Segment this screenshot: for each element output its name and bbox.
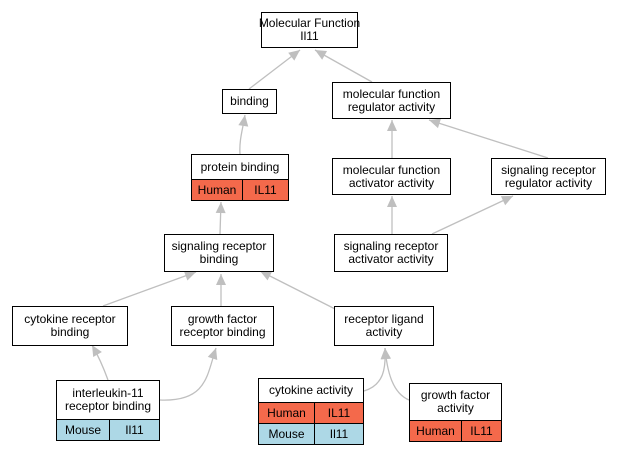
edge-sig-rec-act-to-sig-reg (431, 195, 514, 235)
node-label-line: signaling receptor (501, 162, 596, 177)
edge-cytokine-rec-to-sig-rec (102, 271, 197, 307)
node-label-line: signaling receptor (343, 239, 439, 253)
species-cell: Mouse (64, 423, 102, 437)
node-label-line: cytokine activity (268, 383, 354, 397)
node-label-line: receptor ligand (344, 312, 424, 326)
arrowhead (207, 348, 218, 361)
node-label-line: binding (50, 325, 90, 339)
node-label-line: signaling receptor (171, 239, 267, 253)
node-binding: binding (222, 89, 277, 114)
node-label: binding (223, 90, 276, 113)
arrowhead (315, 50, 328, 60)
edge-cytokine-act-to-rec-ligand (363, 347, 386, 392)
arrowhead (216, 274, 226, 285)
node-label-line: receptor binding (64, 399, 152, 413)
edge-sig-reg-to-mf-regulator (428, 119, 549, 159)
gene-cell: IL11 (461, 421, 501, 441)
arrowhead (183, 271, 196, 281)
node-label-line: receptor binding (179, 325, 266, 339)
node-label-line: molecular function (342, 162, 441, 177)
node-label-line: Molecular Function (258, 16, 361, 30)
species-cell: Human (416, 424, 455, 438)
arrowhead (387, 120, 397, 131)
arrowhead (260, 271, 273, 281)
gene-cell: Il11 (314, 424, 363, 444)
arrowhead (387, 196, 397, 207)
node-label-line: growth factor (420, 388, 491, 402)
arrowhead (500, 196, 513, 206)
node-label-line: Il11 (300, 29, 319, 43)
node-label-line: cytokine receptor (24, 312, 116, 326)
species-cell: Human (267, 406, 306, 420)
arrowhead (92, 345, 102, 358)
gene-cell: Il11 (109, 420, 159, 440)
edge-il11-rec-to-gf-rec (159, 347, 217, 401)
gene-cell: IL11 (314, 403, 363, 423)
node-label-line: protein binding (200, 159, 280, 174)
node-label: cytokine activity (259, 379, 363, 402)
arrowhead (381, 348, 391, 360)
node-label-line: binding (199, 252, 239, 266)
node-label-line: molecular function (342, 86, 441, 101)
node-label-line: growth factor (187, 312, 258, 326)
node-label-line: regulator activity (347, 99, 436, 114)
annotation-row-mouse: Mouse Il11 (259, 423, 363, 444)
arrowhead (215, 202, 226, 214)
node-label: protein binding (192, 155, 288, 179)
annotation-row-human: Human IL11 (410, 420, 501, 441)
annotation-row-human: Human IL11 (192, 179, 288, 200)
node-label-line: interleukin-11 (72, 386, 144, 400)
annotation-row-mouse: Mouse Il11 (57, 419, 159, 440)
edge-rec-ligand-to-sig-rec (259, 270, 346, 315)
gene-cell: IL11 (242, 180, 288, 200)
annotation-row-human: Human IL11 (259, 402, 363, 423)
arrowhead (288, 50, 300, 61)
node-label-line: regulator activity (504, 175, 593, 190)
node-label-line: activator activity (348, 175, 435, 190)
species-cell: Human (197, 183, 237, 197)
node-label-line: activity (437, 401, 474, 415)
arrowhead (238, 115, 249, 127)
node-label-line: activator activity (348, 252, 434, 266)
node-label-line: binding (230, 94, 269, 108)
arrowhead (429, 118, 441, 129)
node-label-line: activity (365, 325, 403, 339)
species-cell: Mouse (268, 427, 305, 441)
